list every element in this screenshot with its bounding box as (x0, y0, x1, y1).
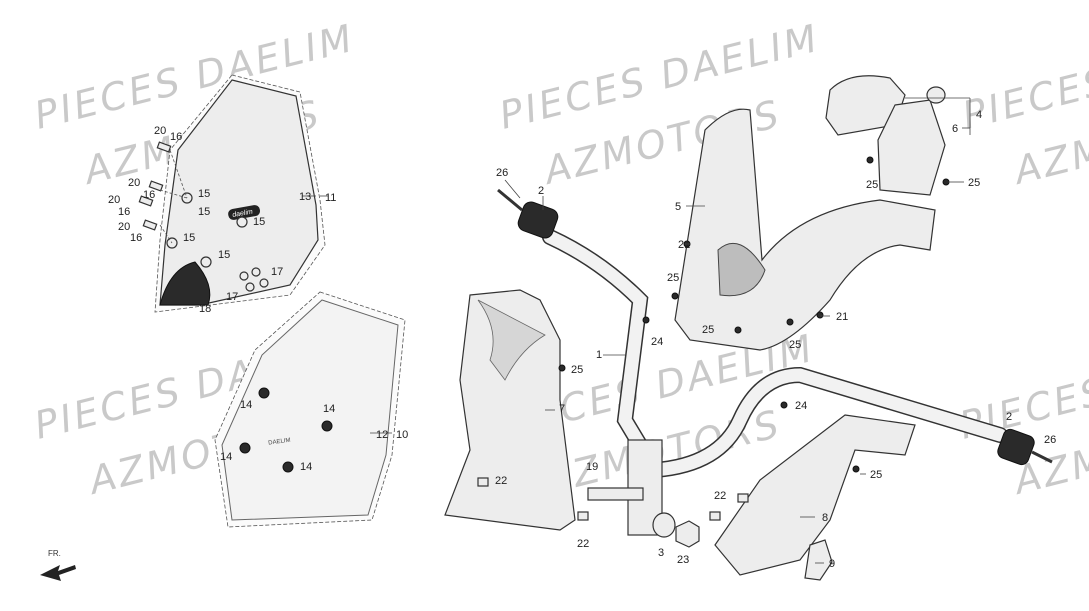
callout-labels: 20 16 20 16 20 16 20 16 15 15 15 15 15 1… (108, 109, 1056, 570)
callout: 20 (128, 177, 140, 189)
lower-cover-right (714, 414, 916, 581)
callout: 22 (577, 538, 589, 550)
screen-panel (221, 299, 399, 521)
grip-weight-right (997, 428, 1035, 466)
cover-7 (444, 289, 576, 531)
callout: 15 (183, 232, 195, 244)
callout: 7 (559, 403, 565, 415)
callout: 12 (376, 429, 388, 441)
callout: 25 (866, 179, 878, 191)
callout: 14 (300, 461, 312, 473)
grommet-group-14 (239, 387, 333, 473)
callout: 25 (667, 272, 679, 284)
callout: 13 (299, 191, 311, 203)
callout: 5 (675, 201, 681, 213)
callout: 16 (143, 189, 155, 201)
callout: 18 (199, 303, 211, 315)
windshield-logo: daelim (232, 209, 254, 220)
callout: 11 (325, 192, 336, 204)
cover-4 (825, 75, 906, 136)
callout: 10 (396, 429, 408, 441)
handle-cover-front (674, 108, 936, 351)
windshield-logo-plate (228, 205, 261, 220)
collar-3 (652, 512, 676, 538)
callout: 26 (1044, 434, 1056, 446)
callout: 15 (253, 216, 265, 228)
clip-9 (804, 539, 833, 581)
callout: 25 (702, 324, 714, 336)
windshield-assembly: daelim (138, 74, 328, 313)
screws-16-20 (138, 141, 172, 231)
callout: 15 (198, 188, 210, 200)
callout: 6 (952, 123, 958, 135)
callout: 9 (829, 558, 835, 570)
cover-5-opening (717, 242, 766, 297)
grommet-group-17 (239, 267, 269, 292)
callout: 4 (976, 109, 982, 121)
callout: 14 (323, 403, 335, 415)
callout: 17 (226, 291, 238, 303)
callout: 23 (677, 554, 689, 566)
callout: 26 (496, 167, 508, 179)
nut-23 (675, 520, 700, 548)
callout: 15 (218, 249, 230, 261)
callout: 25 (789, 339, 801, 351)
callout: 25 (571, 364, 583, 376)
callout: 25 (968, 177, 980, 189)
callout: 16 (118, 206, 130, 218)
end-screw-right (1031, 450, 1053, 464)
callout: 21 (836, 311, 848, 323)
callout: 16 (170, 131, 182, 143)
leader-lines (504, 97, 971, 564)
end-screw-left (497, 188, 523, 212)
callout: 2 (1006, 411, 1012, 423)
callout: 24 (651, 336, 663, 348)
callout: 20 (108, 194, 120, 206)
callout: 20 (154, 125, 166, 137)
screen-assembly: DAELIM (214, 291, 406, 528)
callout: 1 (596, 349, 602, 361)
cover-7-detail (477, 299, 546, 381)
bolt-group-15 (166, 192, 248, 268)
callout: 24 (795, 400, 807, 412)
callout: 21 (678, 239, 690, 251)
handlebar-pipe (543, 230, 1007, 477)
windshield-panel (159, 79, 319, 306)
inner-cover-left (444, 289, 576, 531)
direction-arrow-icon (40, 565, 76, 581)
callout: 14 (240, 399, 252, 411)
bolt-19 (587, 487, 644, 501)
callout: 22 (714, 490, 726, 502)
callout: 16 (130, 232, 142, 244)
handlebar (497, 188, 1053, 548)
callout: 14 (220, 451, 232, 463)
callout: 3 (658, 547, 664, 559)
windshield-trim-18 (159, 261, 211, 306)
callout: 17 (271, 266, 283, 278)
callout: 15 (198, 206, 210, 218)
fasteners (477, 156, 950, 521)
callout: 22 (495, 475, 507, 487)
direction-label: FR. (48, 549, 61, 558)
callout: 25 (870, 469, 882, 481)
callout: 20 (118, 221, 130, 233)
emblem (926, 86, 946, 104)
callout: 19 (586, 461, 598, 473)
callout: 8 (822, 512, 828, 524)
callout: 2 (538, 185, 544, 197)
cover-8 (714, 414, 916, 576)
screen-logo: DAELIM (268, 438, 291, 447)
meter-cover (825, 75, 946, 196)
